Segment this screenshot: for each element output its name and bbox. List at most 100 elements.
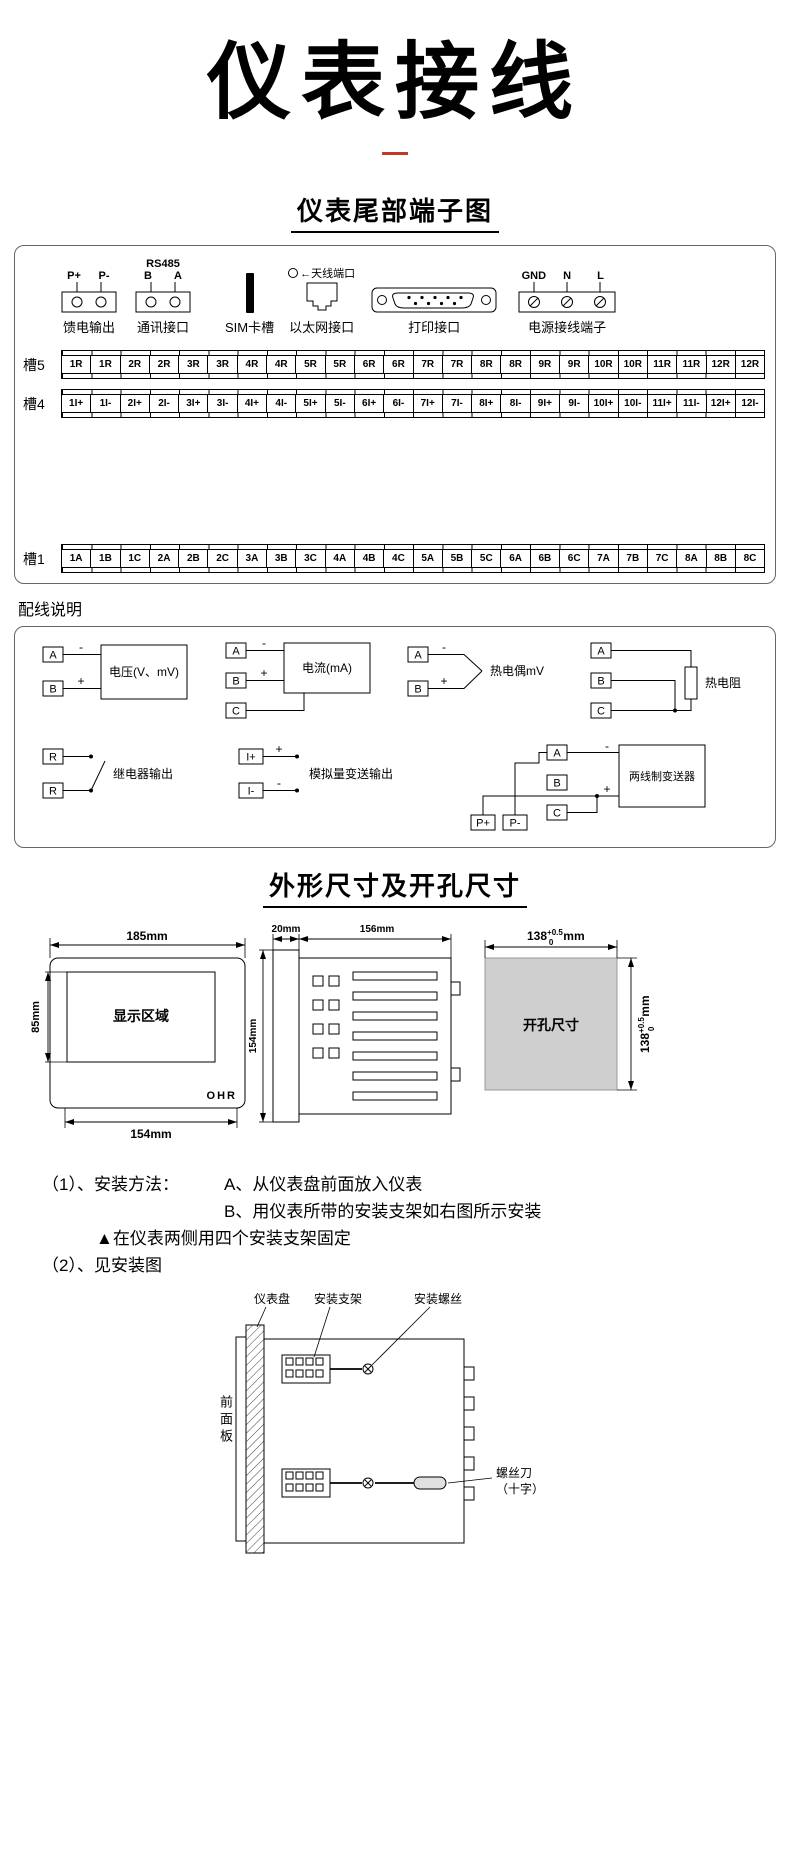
sim-slot-graphic [245, 273, 254, 314]
terminal-r1: R [49, 752, 57, 764]
sign-minus: - [605, 743, 609, 753]
terminal-cell: 8I+ [472, 395, 502, 413]
terminal-cell: 6B [531, 550, 561, 568]
slot5-name: 槽5 [23, 356, 45, 373]
terminal-i-minus: I- [248, 786, 255, 798]
terminal-cell: 10I+ [589, 395, 619, 413]
terminal-cell: 4C [384, 550, 414, 568]
sign-minus: - [79, 641, 83, 654]
sim-slot-label: SIM卡槽 [225, 320, 275, 336]
page-title: 仪表接线 [206, 35, 583, 129]
comm-pin-labels: B A [133, 270, 193, 282]
rtd-label: 热电阻 [705, 676, 741, 690]
terminal-cell: 10R [589, 356, 619, 374]
connectors-row: P+ P- 馈电输出 RS485 B A [15, 246, 775, 340]
power-terminal-graphic [518, 282, 616, 313]
antenna-circle-icon [288, 268, 299, 279]
terminal-cell: 8R [472, 356, 502, 374]
pin-p-minus: P- [98, 270, 110, 283]
terminal-cell: 12I- [741, 398, 759, 410]
terminal-cell: 11R [677, 356, 707, 374]
brand-logo: OHR [207, 1090, 237, 1102]
terminal-diagram-panel: P+ P- 馈电输出 RS485 B A [14, 245, 776, 585]
terminal-b: B [232, 676, 239, 688]
terminal-cell: 6A [501, 550, 531, 568]
thermocouple-label: 热电偶mV [490, 664, 544, 678]
terminal-cell: 6C [560, 550, 590, 568]
strip-edge-top [62, 545, 764, 551]
comm-port-connector: RS485 B A 通讯接口 [133, 258, 193, 336]
terminal-cell: 3R [208, 356, 238, 374]
terminal-cell: 8B [707, 550, 736, 568]
power-label: 电源接线端子 [528, 320, 607, 336]
terminal-a: A [597, 646, 605, 658]
rs485-label: RS485 [146, 258, 180, 271]
ethernet-label: 以太网接口 [289, 320, 355, 336]
sign-plus: + [603, 782, 610, 796]
pin-l: L [597, 270, 604, 283]
terminal-cell: 5B [443, 550, 473, 568]
hole-height-dim: 138+0.50mm [637, 996, 656, 1054]
install-diagram-area: 前面板 仪表盘 安装支架 安装螺丝 [214, 1287, 694, 1587]
front-bezel [235, 1336, 247, 1542]
terminal-cell: 6R [355, 356, 385, 374]
pin-b: B [144, 270, 152, 283]
front-panel-label: 前面板 [218, 1395, 233, 1447]
terminal-c: C [597, 706, 605, 718]
terminal-cell: 12R [740, 359, 760, 371]
terminal-cell: 3I+ [179, 395, 209, 413]
terminal-cell: 8R [501, 356, 531, 374]
mounting-panel-hatched [245, 1324, 265, 1554]
install-method-line: （1）、安装方法： A、从仪表盘前面放入仪表 [42, 1171, 790, 1198]
terminal-p-plus: P+ [476, 818, 490, 830]
current-label: 电流(mA) [302, 661, 352, 675]
terminal-cell: 6R [384, 356, 414, 374]
top-mounting-bracket [281, 1354, 374, 1384]
sign-minus: - [442, 641, 446, 654]
hole-size-label: 开孔尺寸 [523, 1017, 579, 1033]
terminal-cell: 4I+ [238, 395, 268, 413]
terminal-cell: 4A [326, 550, 355, 568]
strip-edge-top [62, 351, 764, 357]
terminal-section-heading: 仪表尾部端子图 [290, 191, 499, 234]
terminal-a: A [553, 748, 561, 760]
slot4-cells: 1I+1I-2I+2I-3I+3I-4I+4I-5I+5I-6I+6I-7I+7… [62, 395, 764, 413]
terminal-cell: 5R [296, 356, 326, 374]
bottom-mounting-bracket [281, 1468, 374, 1498]
bracket-callout-label: 安装支架 [314, 1291, 362, 1306]
strip-edge-bottom [62, 567, 764, 573]
sign-plus: + [260, 666, 267, 680]
sign-minus: - [277, 776, 281, 790]
strip-edge-top [62, 390, 764, 396]
dimensions-diagram: 185mm 显示区域 85mm OHR 154mm 20mm 156mm [30, 924, 656, 1141]
terminal-cell: 1R [62, 356, 92, 374]
terminal-cell: 3I- [208, 395, 238, 413]
terminal-cell: 6I+ [355, 395, 385, 413]
dimensions-area: 185mm 显示区域 85mm OHR 154mm 20mm 156mm [15, 920, 790, 1157]
two-wire-label: 两线制变送器 [629, 769, 695, 783]
install-note: ▲在仪表两侧用四个安装支架固定 [96, 1229, 351, 1249]
terminal-cell: 2I- [150, 395, 180, 413]
terminal-cell: 10I- [619, 395, 648, 413]
terminal-cell: 5R [326, 356, 355, 374]
terminal-cell: 7B [619, 550, 648, 568]
strip-edge-bottom [62, 412, 764, 418]
terminal-cell: 1B [91, 550, 121, 568]
terminal-cell: 5I+ [296, 395, 326, 413]
terminal-cell: 5C [472, 550, 502, 568]
slot4-name: 槽4 [23, 395, 45, 412]
terminal-cell: 12I+ [707, 395, 736, 413]
terminal-cell: 10R [619, 356, 648, 374]
printer-label: 打印接口 [408, 320, 461, 336]
install-method-label: （1）、安装方法： [42, 1175, 179, 1195]
pin-p-plus: P+ [67, 270, 81, 283]
power-connector: GND N L 电源接线端子 [517, 270, 617, 336]
install-diagram: 仪表盘 安装支架 安装螺丝 [235, 1291, 544, 1554]
body-depth-dim: 156mm [360, 924, 395, 935]
rtd-wiring-diagram: A B C 热电阻 [590, 642, 741, 719]
terminal-cell: 3C [296, 550, 326, 568]
